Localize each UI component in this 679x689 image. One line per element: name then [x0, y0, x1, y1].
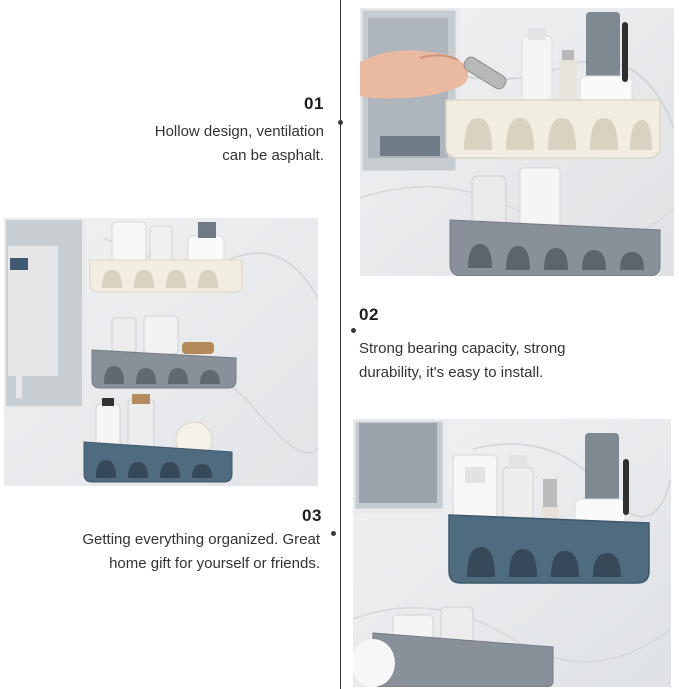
- timeline-dot-01: [338, 120, 343, 125]
- feature-03-line-2: home gift for yourself or friends.: [109, 555, 320, 572]
- feature-description-01: Hollow design, ventilation can be asphal…: [90, 120, 324, 168]
- timeline-dot-03: [331, 531, 336, 536]
- photo-three-shelves: [4, 218, 318, 486]
- feature-description-03: Getting everything organized. Great home…: [20, 528, 320, 576]
- feature-01-line-2: can be asphalt.: [222, 147, 324, 164]
- feature-number-01: 01: [304, 94, 324, 113]
- photo-blue-shelf: [353, 419, 671, 687]
- feature-number-02: 02: [359, 305, 379, 324]
- feature-01-line-1: Hollow design, ventilation: [154, 123, 324, 140]
- feature-02-line-2: durability, it's easy to install.: [359, 364, 544, 381]
- feature-03-line-1: Getting everything organized. Great: [82, 531, 320, 548]
- timeline-dot-02: [351, 328, 356, 333]
- feature-description-02: Strong bearing capacity, strong durabili…: [359, 337, 659, 385]
- feature-02-line-1: Strong bearing capacity, strong: [359, 340, 566, 357]
- center-divider-line: [340, 0, 341, 689]
- feature-number-03: 03: [302, 506, 322, 525]
- photo-white-shelf-hand: [360, 8, 674, 276]
